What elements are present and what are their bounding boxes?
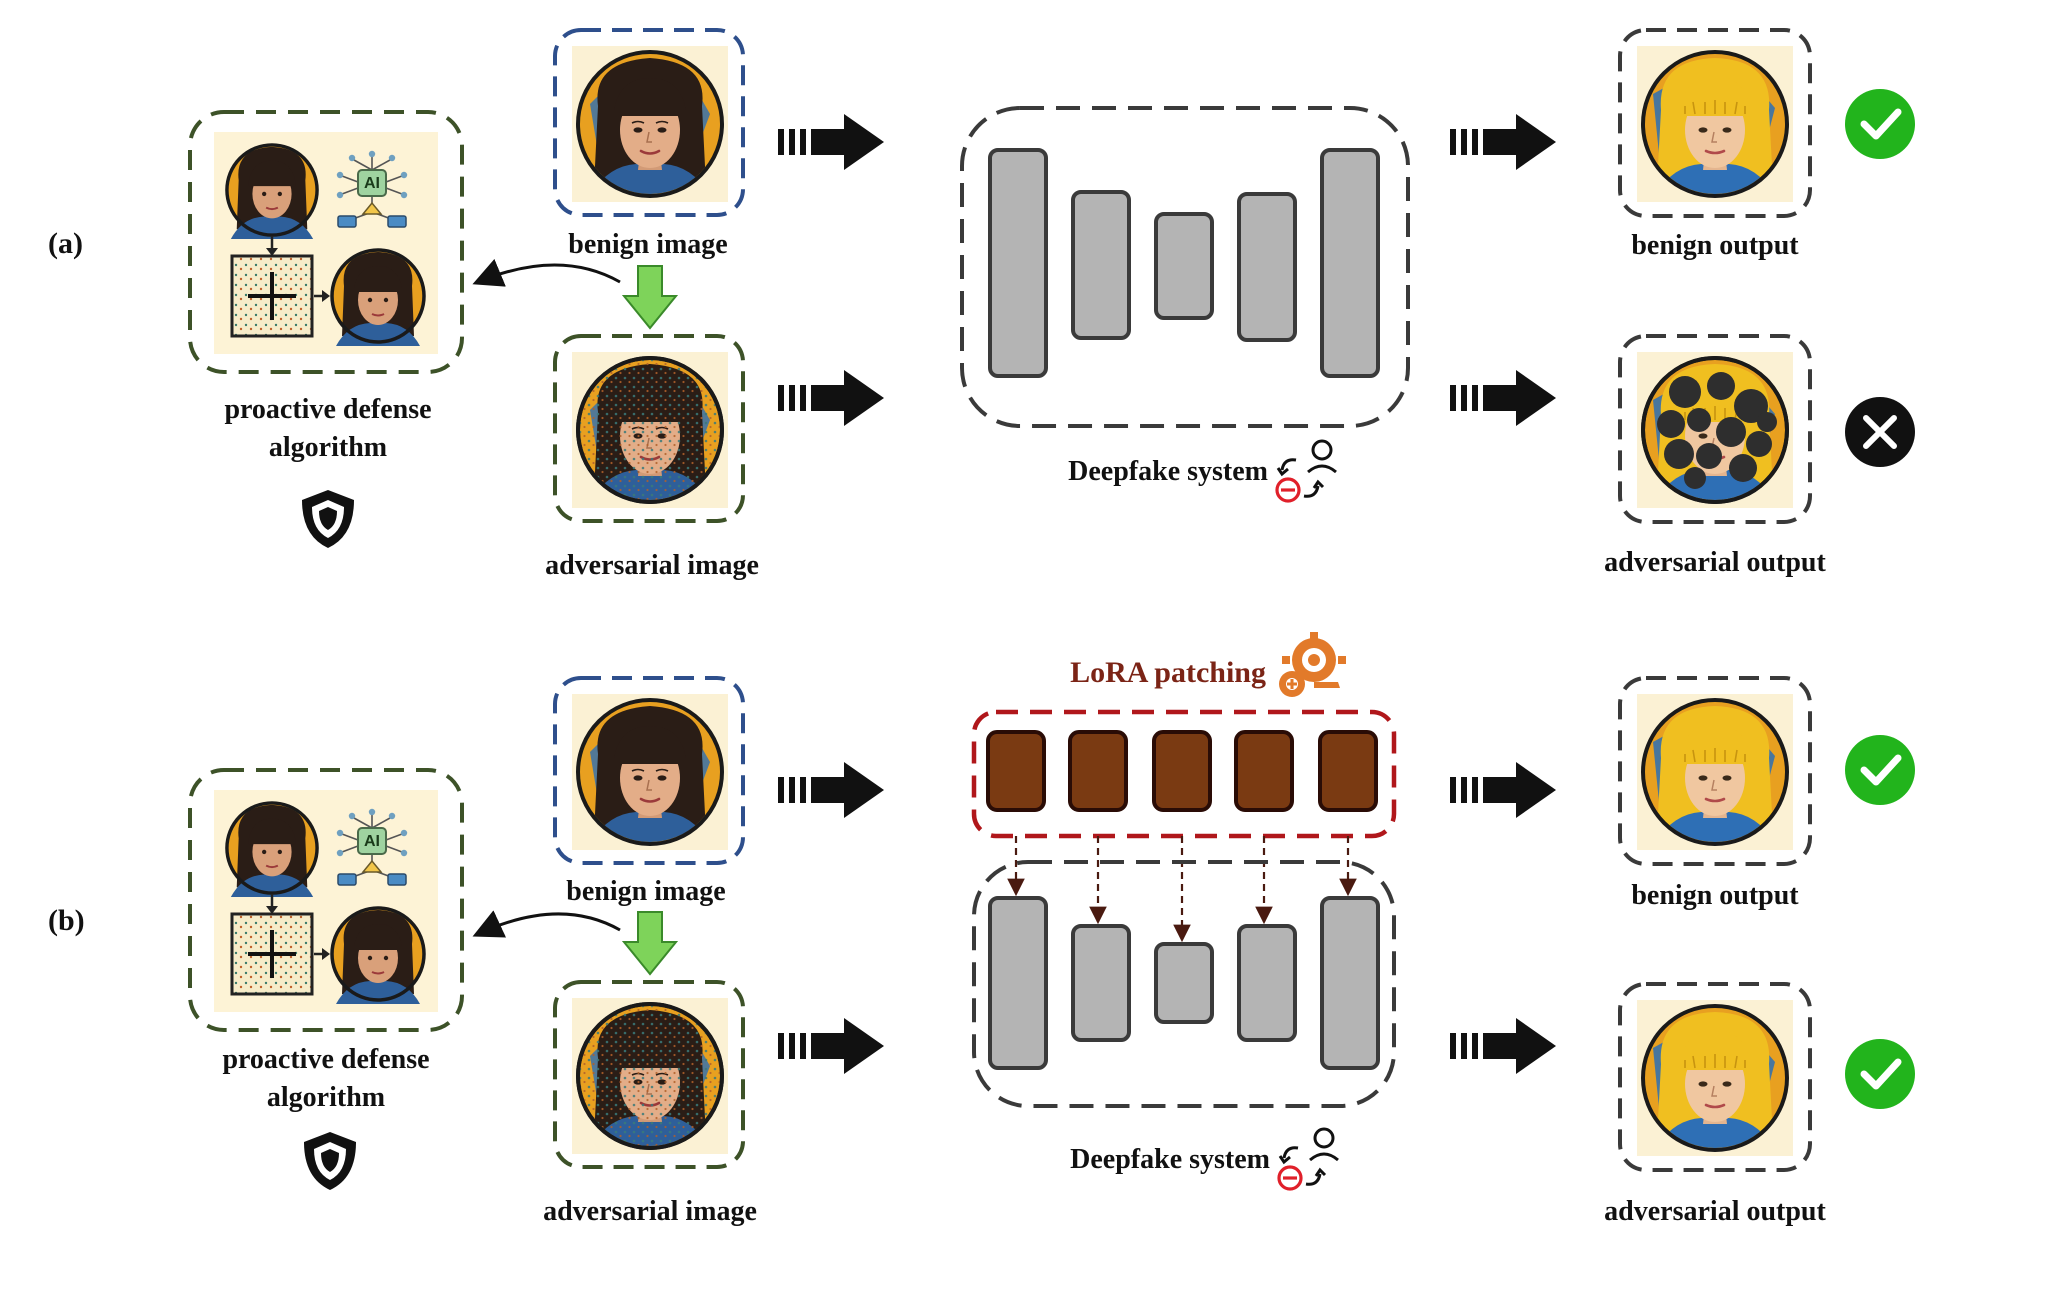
layer-1 (988, 148, 1048, 378)
system-label: Deepfake system (1070, 1144, 1270, 1175)
arrow-system-to-adversarial-output (1450, 1018, 1556, 1074)
benign-image-frame (553, 28, 745, 217)
benign-image-frame (553, 676, 745, 865)
defense-label-line2: algorithm (269, 432, 387, 463)
lora-block-2 (1068, 730, 1128, 812)
perturb-down-arrow (621, 911, 679, 976)
layer-3 (1154, 212, 1214, 320)
benign-output-frame (1618, 676, 1812, 866)
layer-5 (1320, 148, 1380, 378)
benign-image-label: benign image (566, 876, 725, 907)
layer-1 (988, 896, 1048, 1070)
network-layers (988, 148, 1380, 378)
cross-icon (1845, 397, 1915, 467)
arrow-system-to-benign-output (1450, 114, 1556, 170)
adversarial-image-frame (553, 334, 745, 523)
adversarial-output-label: adversarial output (1604, 1196, 1826, 1227)
defense-label-line1: proactive defense (222, 1044, 429, 1075)
panel-b-label: (b) (48, 904, 85, 937)
system-label: Deepfake system (1068, 456, 1268, 487)
benign-output-label: benign output (1631, 880, 1799, 911)
layer-4 (1237, 924, 1297, 1042)
curved-arrow-to-defense (472, 910, 621, 938)
arrow-adversarial-to-system (778, 1018, 884, 1074)
lora-patching-label: LoRA patching (1070, 656, 1266, 689)
adversarial-image-frame (553, 980, 745, 1169)
layer-5 (1320, 896, 1380, 1070)
adversarial-image-label: adversarial image (543, 1196, 757, 1227)
arrow-benign-to-system (778, 114, 884, 170)
lora-block-1 (986, 730, 1046, 812)
adversarial-output-frame (1618, 982, 1812, 1172)
ai-chip-text: AI (364, 833, 380, 850)
arrow-adversarial-to-system (778, 370, 884, 426)
lora-block-3 (1152, 730, 1212, 812)
adversarial-image-label: adversarial image (545, 550, 759, 581)
shield-icon (302, 490, 354, 548)
lora-injection-arrows (1007, 836, 1357, 943)
layer-3 (1154, 942, 1214, 1024)
curved-arrow-to-defense (472, 258, 621, 287)
face-swap-icon (1277, 1127, 1340, 1191)
lora-block-4 (1234, 730, 1294, 812)
defense-algorithm-illustration (214, 790, 438, 1012)
lora-block-5 (1318, 730, 1378, 812)
adversarial-output-label: adversarial output (1604, 547, 1826, 578)
defense-card-frame (188, 768, 464, 1032)
network-layers (988, 896, 1380, 1070)
perturb-down-arrow (621, 265, 679, 330)
ai-chip-text: AI (364, 175, 380, 192)
deepfake-system-frame (972, 860, 1396, 1108)
benign-output-frame (1618, 28, 1812, 218)
lora-blocks (986, 730, 1378, 812)
adversarial-output-frame (1618, 334, 1812, 524)
deepfake-system-frame (960, 106, 1410, 428)
arrow-system-to-benign-output (1450, 762, 1556, 818)
panel-a-label: (a) (48, 227, 83, 260)
check-icon (1845, 1039, 1915, 1109)
defense-label-line2: algorithm (267, 1082, 385, 1113)
defense-label-line1: proactive defense (224, 394, 431, 425)
gear-icon (1277, 630, 1348, 699)
shield-icon (304, 1132, 356, 1190)
layer-4 (1237, 192, 1297, 342)
check-icon (1845, 735, 1915, 805)
check-icon (1845, 89, 1915, 159)
defense-card-frame (188, 110, 464, 374)
benign-output-label: benign output (1631, 230, 1799, 261)
panel-b: (b) proactive defense algorithm benign i… (48, 630, 1915, 1227)
defense-algorithm-illustration (214, 132, 438, 354)
benign-image-label: benign image (568, 229, 727, 260)
layer-2 (1071, 190, 1131, 340)
arrow-benign-to-system (778, 762, 884, 818)
face-swap-icon (1275, 439, 1338, 503)
lora-module-frame (971, 709, 1397, 839)
layer-2 (1071, 924, 1131, 1042)
panel-a: (a) proactive defense algorithm benign i… (48, 28, 1915, 581)
arrow-system-to-adversarial-output (1450, 370, 1556, 426)
